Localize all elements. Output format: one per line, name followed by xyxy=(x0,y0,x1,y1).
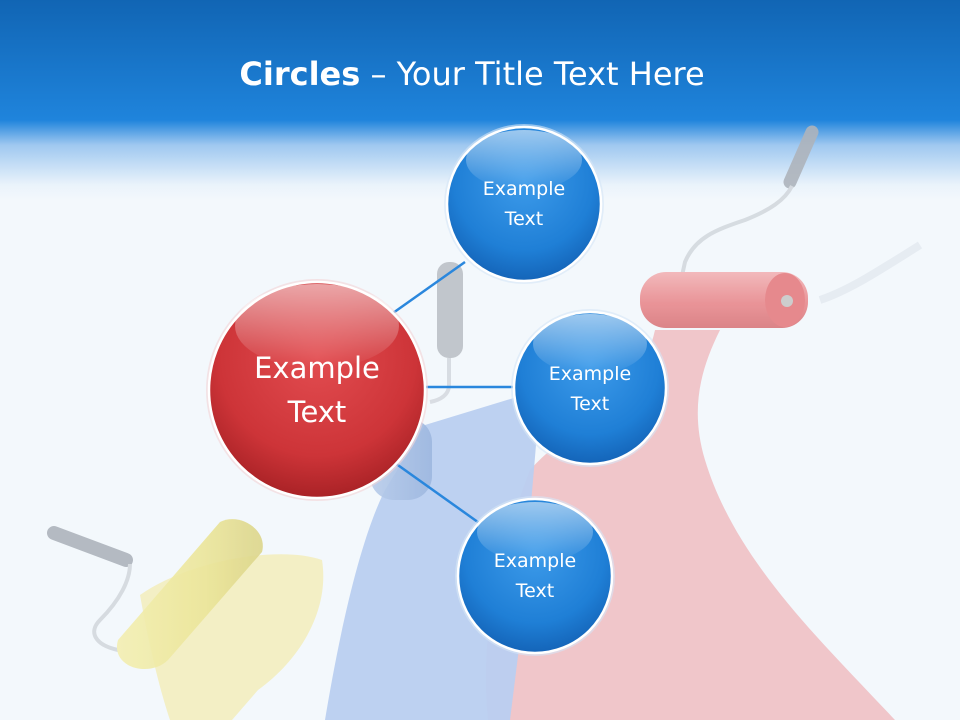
grey-roller-handle xyxy=(429,262,463,404)
satellite-label-middle: Example Text xyxy=(548,363,632,415)
satellite-circle-middle[interactable] xyxy=(511,309,669,467)
satellite-circle-top[interactable] xyxy=(444,124,604,284)
connector-line-top xyxy=(392,260,466,315)
center-circle-label: Example Text xyxy=(254,351,380,429)
connector-lines xyxy=(392,260,514,527)
connector-line-bottom xyxy=(394,461,483,527)
slide-title: Circles – Your Title Text Here xyxy=(0,52,944,96)
slide-title-rest: – Your Title Text Here xyxy=(360,55,705,93)
yellow-paint-roller xyxy=(47,519,263,670)
red-paint-roller xyxy=(640,125,923,328)
satellite-label-bottom: Example Text xyxy=(493,550,577,602)
center-circle[interactable] xyxy=(206,279,428,501)
satellite-circle-bottom[interactable] xyxy=(455,496,615,656)
satellite-label-top: Example Text xyxy=(482,178,566,230)
slide-title-bold: Circles xyxy=(239,55,361,93)
